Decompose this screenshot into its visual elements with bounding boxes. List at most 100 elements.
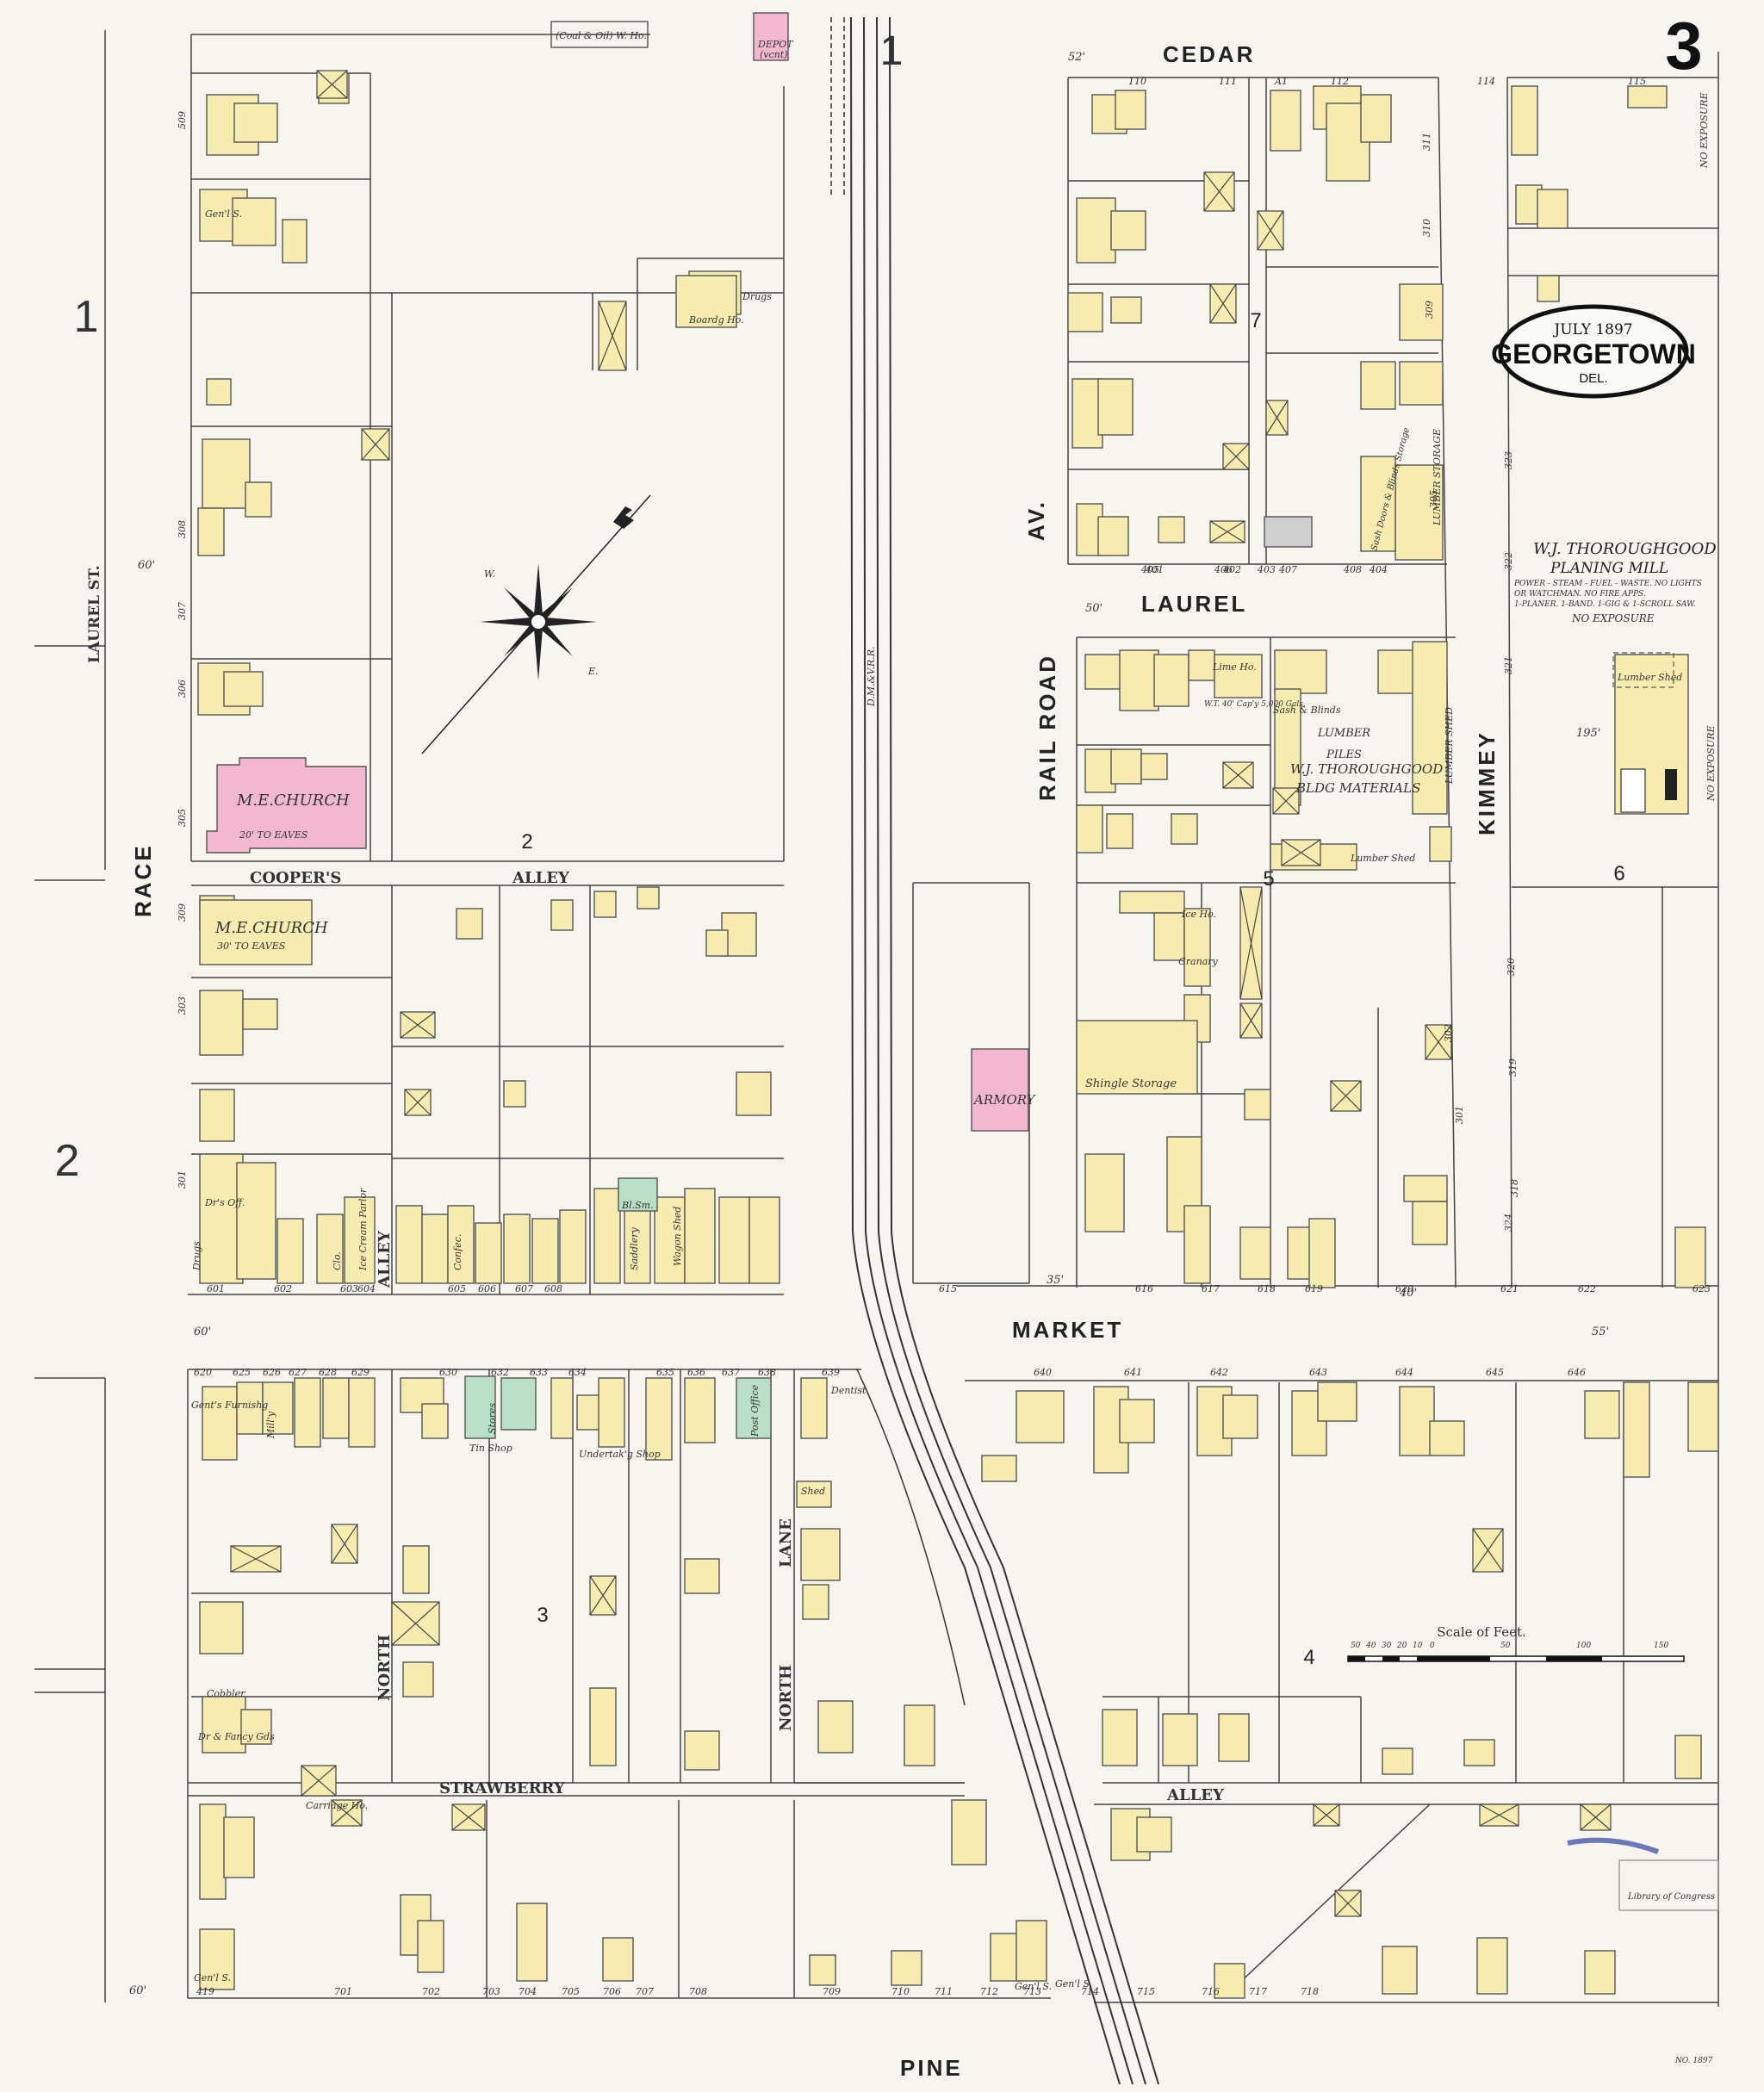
house-number: 324: [1503, 1214, 1514, 1232]
house-number: 309: [177, 903, 188, 922]
label-wagon-shed: Wagon Shed: [672, 1207, 683, 1266]
house-number: 115: [1628, 76, 1646, 87]
house-number: 704: [519, 1986, 537, 1997]
house-number: 623: [1693, 1283, 1711, 1294]
label-piles: PILES: [1326, 748, 1362, 761]
label-boarding-house: Boardg Ho.: [688, 314, 744, 326]
house-number: 309: [1424, 301, 1435, 319]
house-number: 702: [422, 1986, 440, 1997]
scale-bar: Scale of Feet. 50 40 30 20 10 0 50 100 1…: [1347, 1624, 1685, 1662]
house-number: 305: [1428, 490, 1439, 508]
house-number: 646: [1568, 1367, 1586, 1378]
label-lumber-shed-2: LUMBER SHED: [1444, 707, 1455, 785]
house-number: 705: [562, 1986, 580, 1997]
label-tin-shop: Tin Shop: [469, 1443, 512, 1454]
block-number-2: 2: [521, 830, 532, 854]
stables: [230, 70, 1612, 1917]
house-number: 303: [177, 996, 188, 1015]
house-number: 306: [177, 680, 188, 698]
me-church-bottom-building: [199, 899, 313, 965]
width-60-b: 60': [194, 1325, 211, 1338]
scale-tick-50a: 50: [1351, 1642, 1361, 1650]
frame-buildings: [197, 72, 1719, 1999]
label-lumber-shed: Lumber Shed: [1617, 672, 1682, 683]
width-60-c: 60': [129, 1984, 146, 1997]
house-number: 716: [1202, 1986, 1220, 1997]
house-number: 639: [822, 1367, 840, 1378]
label-me-church-top-note: 20' TO EAVES: [239, 829, 308, 841]
house-number: 628: [319, 1367, 337, 1378]
house-number: 403: [1257, 564, 1276, 575]
label-drs-off: Dr's Off.: [204, 1197, 245, 1208]
label-depot: DEPOT: [757, 39, 794, 50]
house-number: 311: [1421, 133, 1432, 151]
street-north-lane: NORTH: [376, 1635, 394, 1701]
label-me-church-bottom: M.E.CHURCH: [214, 919, 328, 937]
house-number: 711: [935, 1986, 953, 1997]
label-planing-mill-note2: OR WATCHMAN. NO FIRE APPS.: [1514, 590, 1646, 599]
house-number: 637: [722, 1367, 740, 1378]
block-number-3: 3: [537, 1604, 548, 1627]
label-post-office: Post Office: [749, 1384, 761, 1437]
scale-title: Scale of Feet.: [1437, 1624, 1526, 1640]
street-kimmey: KIMMEY: [1474, 730, 1500, 835]
width-35: 35': [1047, 1274, 1064, 1287]
title-cartouche: JULY 1897 GEORGETOWN DEL.: [1491, 304, 1696, 399]
house-number: 310: [1421, 219, 1432, 237]
house-number: 607: [515, 1283, 533, 1294]
scale-tick-40: 40: [1365, 1642, 1376, 1650]
house-number: 301: [1454, 1106, 1465, 1124]
street-market: MARKET: [1012, 1317, 1123, 1343]
street-alley-left: ALLEY: [376, 1230, 394, 1288]
house-number: 629: [351, 1367, 370, 1378]
label-lime-ho: Lime Ho.: [1212, 661, 1257, 673]
house-number: 602: [274, 1283, 292, 1294]
label-sash-blinds: Sash & Blinds: [1273, 705, 1341, 716]
label-armory: ARMORY: [972, 1092, 1037, 1108]
house-number: 406: [1214, 564, 1233, 575]
stamp-text: Library of Congress: [1627, 1892, 1715, 1902]
street-railroad: RAIL ROAD: [1034, 654, 1060, 801]
house-number: 407: [1278, 564, 1297, 575]
label-me-church-top: M.E.CHURCH: [236, 791, 350, 810]
house-number: 110: [1128, 76, 1146, 87]
house-number: 402: [1222, 564, 1241, 575]
street-av: AV.: [1023, 500, 1049, 541]
house-number: 708: [689, 1986, 707, 1997]
label-bldg-materials-2: BLDG MATERIALS: [1295, 780, 1420, 796]
compass-rose: W. E.: [421, 494, 651, 754]
compass-w-label: W.: [484, 568, 495, 580]
street-race: RACE: [130, 843, 156, 917]
me-church-top-building: [206, 757, 367, 854]
label-lumber-shed-3: Lumber Shed: [1350, 853, 1415, 864]
library-stamp: Library of Congress: [1567, 1837, 1719, 1911]
house-number: 305: [177, 809, 188, 827]
label-lumber-storage: LUMBER STORAGE: [1432, 429, 1443, 526]
label-no-exposure-1: NO EXPOSURE: [1571, 612, 1655, 624]
width-40: 40': [1399, 1287, 1417, 1300]
label-coal-house: (Coal & Oil) W. Ho.: [556, 30, 647, 41]
house-number: 622: [1578, 1283, 1596, 1294]
house-number: 627: [289, 1367, 307, 1378]
special-buildings: [464, 516, 1677, 1439]
house-number: 718: [1301, 1986, 1319, 1997]
house-number: 302: [1443, 1024, 1454, 1042]
label-granary: Granary: [1178, 956, 1219, 967]
house-number: 307: [177, 602, 188, 620]
house-number: 645: [1486, 1367, 1504, 1378]
house-number: 709: [823, 1986, 841, 1997]
house-number: 603: [340, 1283, 358, 1294]
house-number: 606: [478, 1283, 496, 1294]
house-number: 717: [1249, 1986, 1267, 1997]
house-number: 620: [1395, 1283, 1413, 1294]
coal-house-box: [550, 21, 649, 48]
house-number: 638: [758, 1367, 776, 1378]
label-stores: Stores: [487, 1403, 498, 1434]
label-d-fancy: Dr & Fancy Gds: [197, 1731, 275, 1742]
label-gen-s-2: Gen'l S.: [1055, 1978, 1092, 1990]
house-number: 615: [939, 1283, 957, 1294]
planing-mill-shed: [1612, 652, 1674, 688]
corner-note: NO. 1897: [1674, 2057, 1713, 2065]
